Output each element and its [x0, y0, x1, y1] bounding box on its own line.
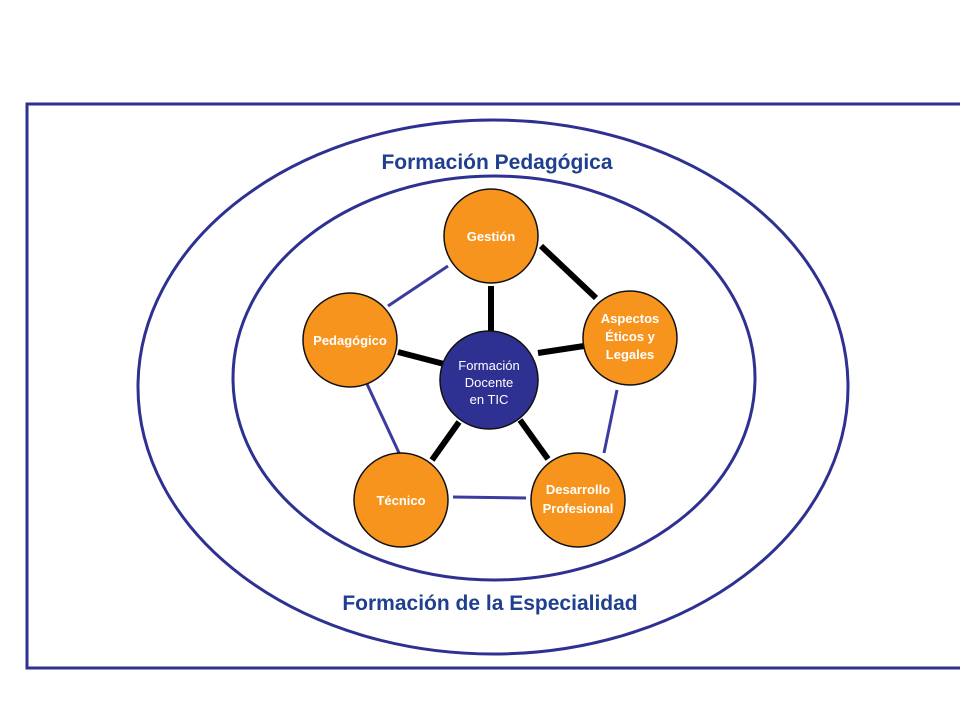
center-node: Formación Docente en TIC: [439, 330, 539, 430]
bottom-ring-title: Formación de la Especialidad: [342, 592, 637, 615]
spoke-desarrollo: [517, 418, 551, 461]
outer-ring-title: Formación Pedagógica: [381, 151, 612, 174]
center-circle: [439, 330, 539, 430]
node-eticos-circle: [582, 290, 678, 386]
spoke-pedagogico: [397, 349, 445, 367]
node-tecnico-label: Técnico: [376, 493, 425, 508]
link-eticos-desarrollo: [602, 389, 619, 454]
link-gestion-eticos: [538, 243, 599, 301]
center-label-line-2: Docente: [465, 375, 513, 390]
node-pedagogico-label: Pedagógico: [313, 333, 387, 348]
node-desarrollo: Desarrollo Profesional: [530, 452, 626, 548]
node-tecnico: Técnico: [353, 452, 449, 548]
link-pedagogico-tecnico: [365, 383, 402, 456]
node-desarrollo-label-line-2: Profesional: [543, 501, 614, 516]
spokes: [397, 286, 585, 462]
link-tecnico-desarrollo: [452, 495, 527, 500]
node-gestion: Gestión: [443, 188, 539, 284]
node-pedagogico: Pedagógico: [302, 292, 398, 388]
link-gestion-pedagogico: [387, 264, 449, 308]
node-gestion-label: Gestión: [467, 229, 515, 244]
spoke-tecnico: [429, 420, 462, 462]
node-eticos-label-line-3: Legales: [606, 347, 654, 362]
inner-ring: [231, 174, 757, 582]
node-desarrollo-circle: [530, 452, 626, 548]
center-label-line-3: en TIC: [470, 392, 509, 407]
node-eticos-label-line-1: Aspectos: [601, 311, 660, 326]
node-eticos-label-line-2: Éticos y: [605, 329, 656, 344]
spoke-eticos: [537, 343, 585, 356]
node-tecnico-circle: [353, 452, 449, 548]
node-pedagogico-circle: [302, 292, 398, 388]
node-eticos: Aspectos Éticos y Legales: [582, 290, 678, 386]
outer-links: [365, 264, 619, 500]
node-desarrollo-label-line-1: Desarrollo: [546, 482, 610, 497]
center-label-line-1: Formación: [458, 358, 519, 373]
outer-ring: [136, 118, 850, 656]
node-gestion-circle: [443, 188, 539, 284]
